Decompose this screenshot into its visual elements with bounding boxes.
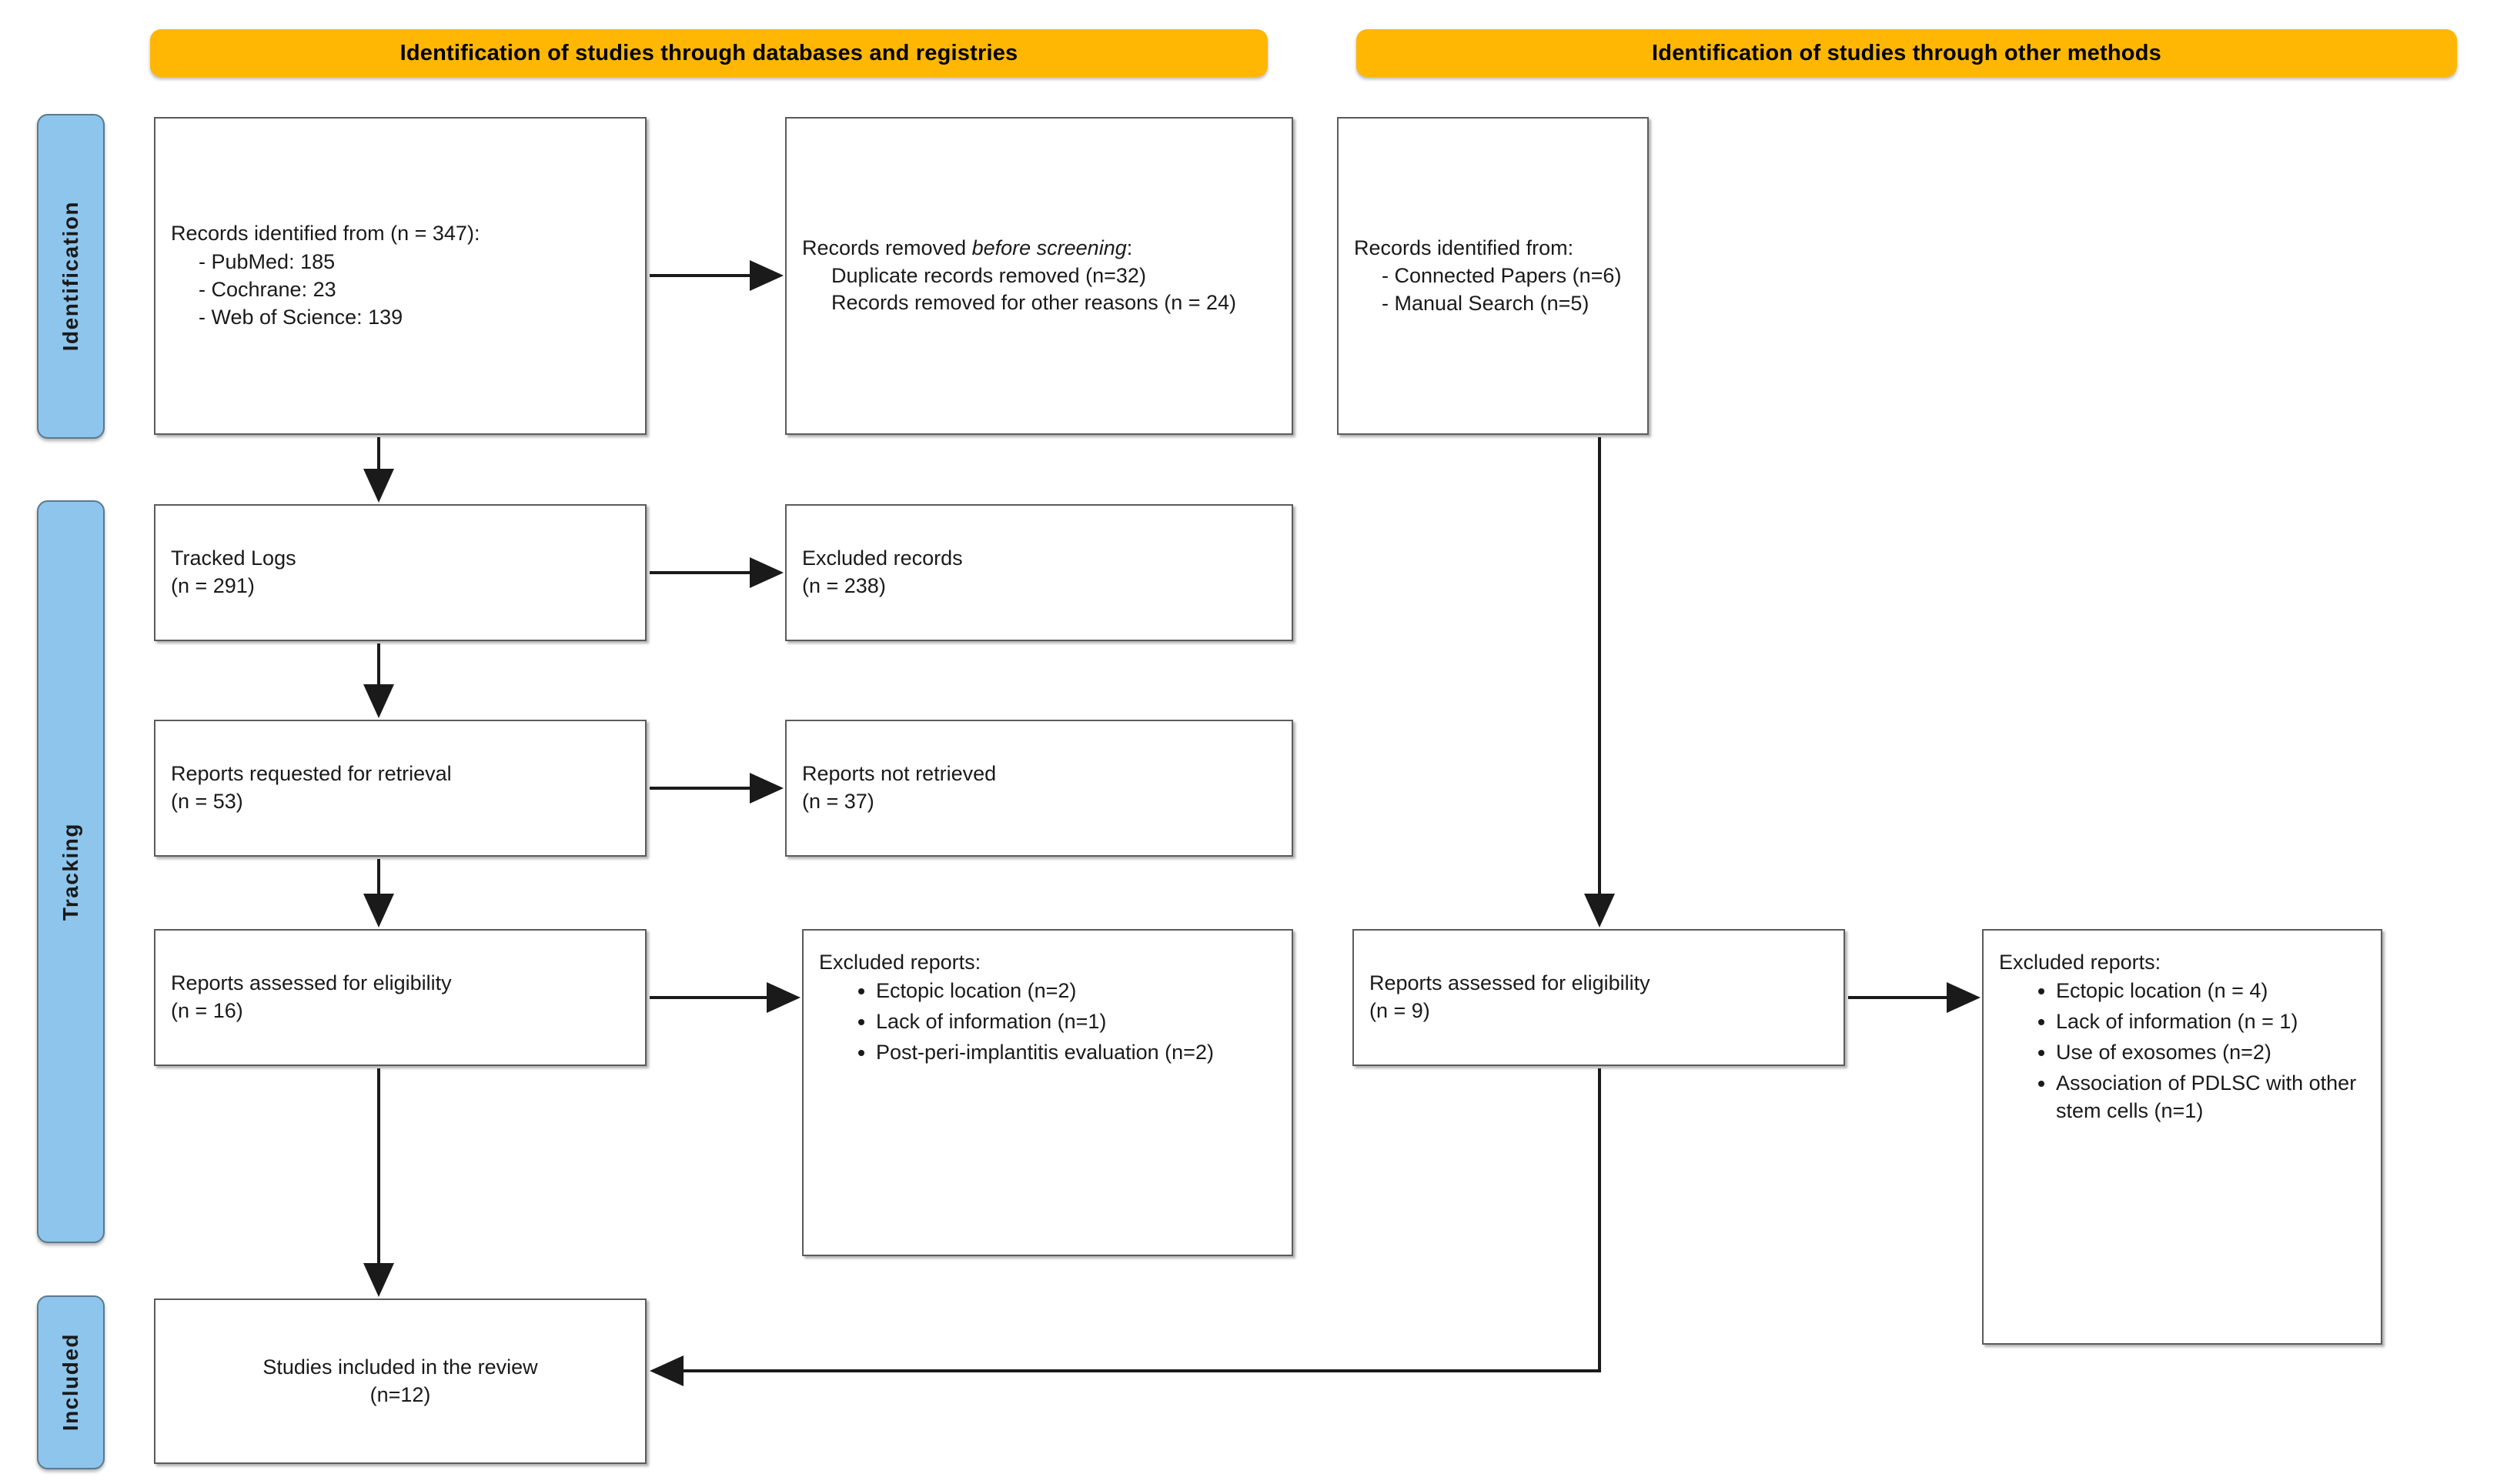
excluded-reports-other-title: Excluded reports: (1999, 951, 2161, 974)
stage-label-tracking: Tracking (58, 822, 82, 921)
other-records-identified-title: Records identified from: (1354, 236, 1574, 259)
records-identified-title: Records identified from (n = 347): (171, 222, 480, 246)
box-reports-assessed-eligibility-other: Reports assessed for eligibility (n = 9) (1352, 929, 1845, 1066)
reports-requested-text: Reports requested for retrieval (n = 53) (171, 762, 452, 813)
stage-label-included: Included (58, 1333, 82, 1432)
reports-assessed-db-text: Reports assessed for eligibility (n = 16… (171, 971, 452, 1022)
stage-bar-tracking: Tracking (37, 500, 105, 1243)
list-item: Lack of information (n=1) (876, 1008, 1276, 1035)
box-other-records-identified: Records identified from: Connected Paper… (1337, 117, 1649, 435)
stage-bar-included: Included (37, 1295, 105, 1469)
box-excluded-records: Excluded records (n = 238) (785, 504, 1293, 641)
records-removed-item-duplicates: Duplicate records removed (n=32) (831, 263, 1146, 287)
list-item: Manual Search (n=5) (1382, 289, 1632, 317)
box-reports-requested-for-retrieval: Reports requested for retrieval (n = 53) (154, 720, 647, 857)
excluded-reports-other-list: Ectopic location (n = 4) Lack of informa… (1999, 977, 2365, 1128)
list-item: Connected Papers (n=6) (1382, 262, 1632, 289)
records-removed-title-tail: : (1126, 236, 1133, 260)
records-removed-title: Records removed before screening: (802, 235, 1276, 262)
header-other-methods-label: Identification of studies through other … (1652, 40, 2161, 65)
list-item: Use of exosomes (n=2) (2056, 1038, 2365, 1066)
header-databases-label: Identification of studies through databa… (399, 40, 1018, 65)
box-studies-included-in-review: Studies included in the review (n=12) (154, 1298, 647, 1464)
list-item: Ectopic location (n = 4) (2056, 977, 2365, 1004)
box-excluded-reports-other-methods: Excluded reports: Ectopic location (n = … (1982, 929, 2382, 1345)
stage-bar-identification: Identification (37, 114, 105, 439)
stage-label-identification: Identification (58, 201, 82, 352)
reports-assessed-other-text: Reports assessed for eligibility (n = 9) (1369, 971, 1650, 1022)
box-tracked-logs: Tracked Logs (n = 291) (154, 504, 647, 641)
records-removed-item-other-reasons: Records removed for other reasons (n = 2… (831, 291, 1236, 315)
header-other-methods: Identification of studies through other … (1356, 29, 2457, 77)
header-databases-registries: Identification of studies through databa… (150, 29, 1268, 77)
list-item: Cochrane: 23 (199, 276, 630, 303)
records-identified-source-list: PubMed: 185 Cochrane: 23 Web of Science:… (171, 248, 630, 332)
other-records-identified-source-list: Connected Papers (n=6) Manual Search (n=… (1354, 262, 1632, 317)
excluded-reports-db-title: Excluded reports: (819, 951, 981, 974)
box-records-identified: Records identified from (n = 347): PubMe… (154, 117, 647, 435)
studies-included-text: Studies included in the review (n=12) (262, 1355, 538, 1406)
box-excluded-reports-databases: Excluded reports: Ectopic location (n=2)… (802, 929, 1293, 1256)
list-item: PubMed: 185 (199, 248, 630, 276)
list-item: Post-peri-implantitis evaluation (n=2) (876, 1038, 1276, 1066)
records-removed-title-emphasis: before screening (971, 236, 1127, 260)
records-removed-title-lead: Records removed (802, 236, 972, 260)
list-item: Ectopic location (n=2) (876, 977, 1276, 1004)
tracked-logs-text: Tracked Logs (n = 291) (171, 546, 296, 597)
box-records-removed-before-screening: Records removed before screening: Duplic… (785, 117, 1293, 435)
box-reports-not-retrieved: Reports not retrieved (n = 37) (785, 720, 1293, 857)
reports-not-retrieved-text: Reports not retrieved (n = 37) (802, 762, 997, 813)
list-item: Web of Science: 139 (199, 303, 630, 331)
box-reports-assessed-eligibility-databases: Reports assessed for eligibility (n = 16… (154, 929, 647, 1066)
list-item: Association of PDLSC with other stem cel… (2056, 1069, 2365, 1125)
excluded-reports-db-list: Ectopic location (n=2) Lack of informati… (819, 977, 1276, 1070)
list-item: Lack of information (n = 1) (2056, 1008, 2365, 1035)
excluded-records-text: Excluded records (n = 238) (802, 546, 963, 597)
